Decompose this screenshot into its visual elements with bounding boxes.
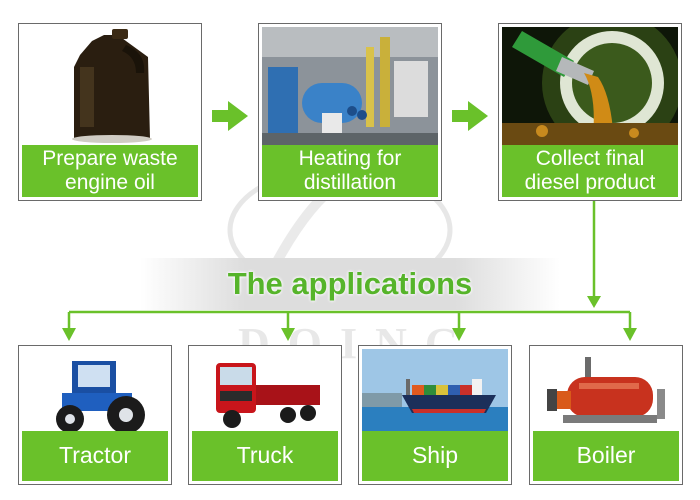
application-card-ship: Ship [358,345,512,485]
applications-title-band [140,258,560,310]
boiler-photo [533,349,679,440]
truck-photo [192,349,338,440]
diesel-to-applications-arrow [587,200,601,308]
application-label: Tractor [22,431,168,481]
distribution-line [62,310,637,341]
step-card-waste-oil: Prepare waste engine oil [18,23,202,201]
application-label: Truck [192,431,338,481]
application-label: Boiler [533,431,679,481]
application-card-truck: Truck [188,345,342,485]
application-label: Ship [362,431,508,481]
tractor-photo [22,349,168,440]
step-arrow-2 [452,101,488,131]
applications-title: The applications [227,266,473,301]
waste-oil-jug-photo [22,27,198,145]
step-label: Collect final diesel product [502,145,678,197]
step-label: Prepare waste engine oil [22,145,198,197]
step-card-distillation: Heating for distillation [258,23,442,201]
application-card-boiler: Boiler [529,345,683,485]
application-card-tractor: Tractor [18,345,172,485]
step-card-diesel: Collect final diesel product [498,23,682,201]
step-arrow-1 [212,101,248,131]
distillation-plant-photo [262,27,438,145]
fuel-nozzle-photo [502,27,678,145]
step-label: Heating for distillation [262,145,438,197]
container-ship-photo [362,349,508,440]
